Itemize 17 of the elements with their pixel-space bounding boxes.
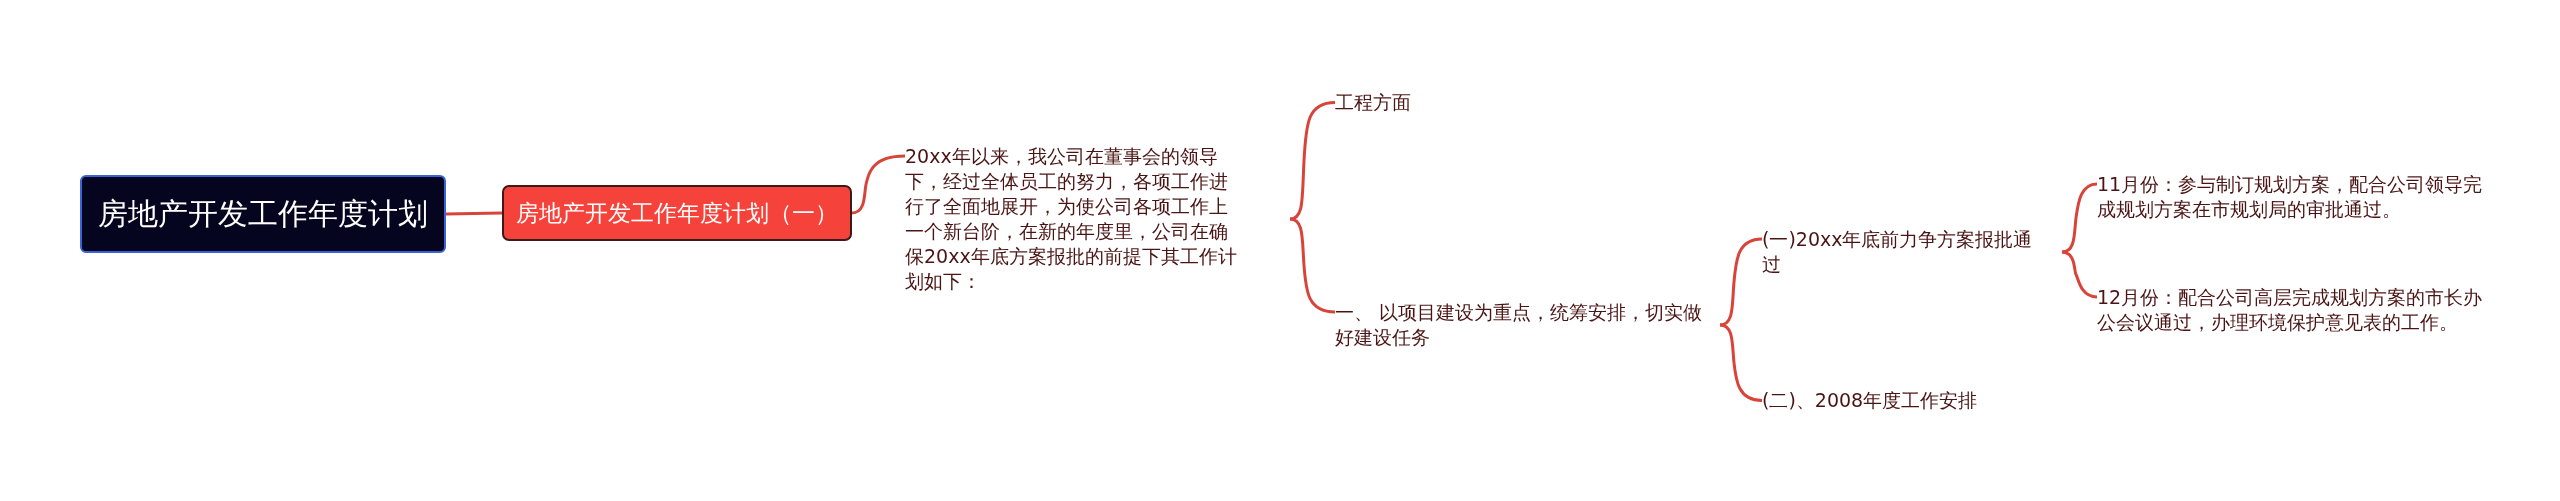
connector-line [445, 211, 503, 216]
connector-line [1289, 101, 1336, 221]
paragraph-text: 20xx年以来，我公司在董事会的领导下，经过全体员工的努力，各项工作进行了全面地展开，为使公司各项工作上一个新台阶，在新的年度里，公司在确保20xx年底方案报批的前提下其工作计划如下： [905, 144, 1290, 294]
connector-line [1719, 237, 1763, 327]
connector-line [2061, 250, 2098, 299]
root-topic-box: 房地产开发工作年度计划 [80, 175, 446, 253]
branch-text: 工程方面 [1335, 89, 1411, 115]
branch-text: (二)、2008年度工作安排 [1762, 387, 2062, 413]
connector-line [2061, 182, 2098, 254]
connector-line [851, 154, 906, 215]
connector-line [1719, 323, 1763, 402]
topic-box: 房地产开发工作年度计划（一） [502, 185, 852, 241]
connector-line [1289, 217, 1336, 314]
leaf-text: 12月份：配合公司高层完成规划方案的市长办公会议通过，办理环境保护意见表的工作。 [2097, 285, 2492, 335]
branch-text: (一)20xx年底前力争方案报批通过 [1762, 227, 2062, 277]
branch-text: 一、 以项目建设为重点，统筹安排，切实做好建设任务 [1335, 300, 1720, 350]
leaf-text: 11月份：参与制订规划方案，配合公司领导完成规划方案在市规划局的审批通过。 [2097, 172, 2492, 222]
